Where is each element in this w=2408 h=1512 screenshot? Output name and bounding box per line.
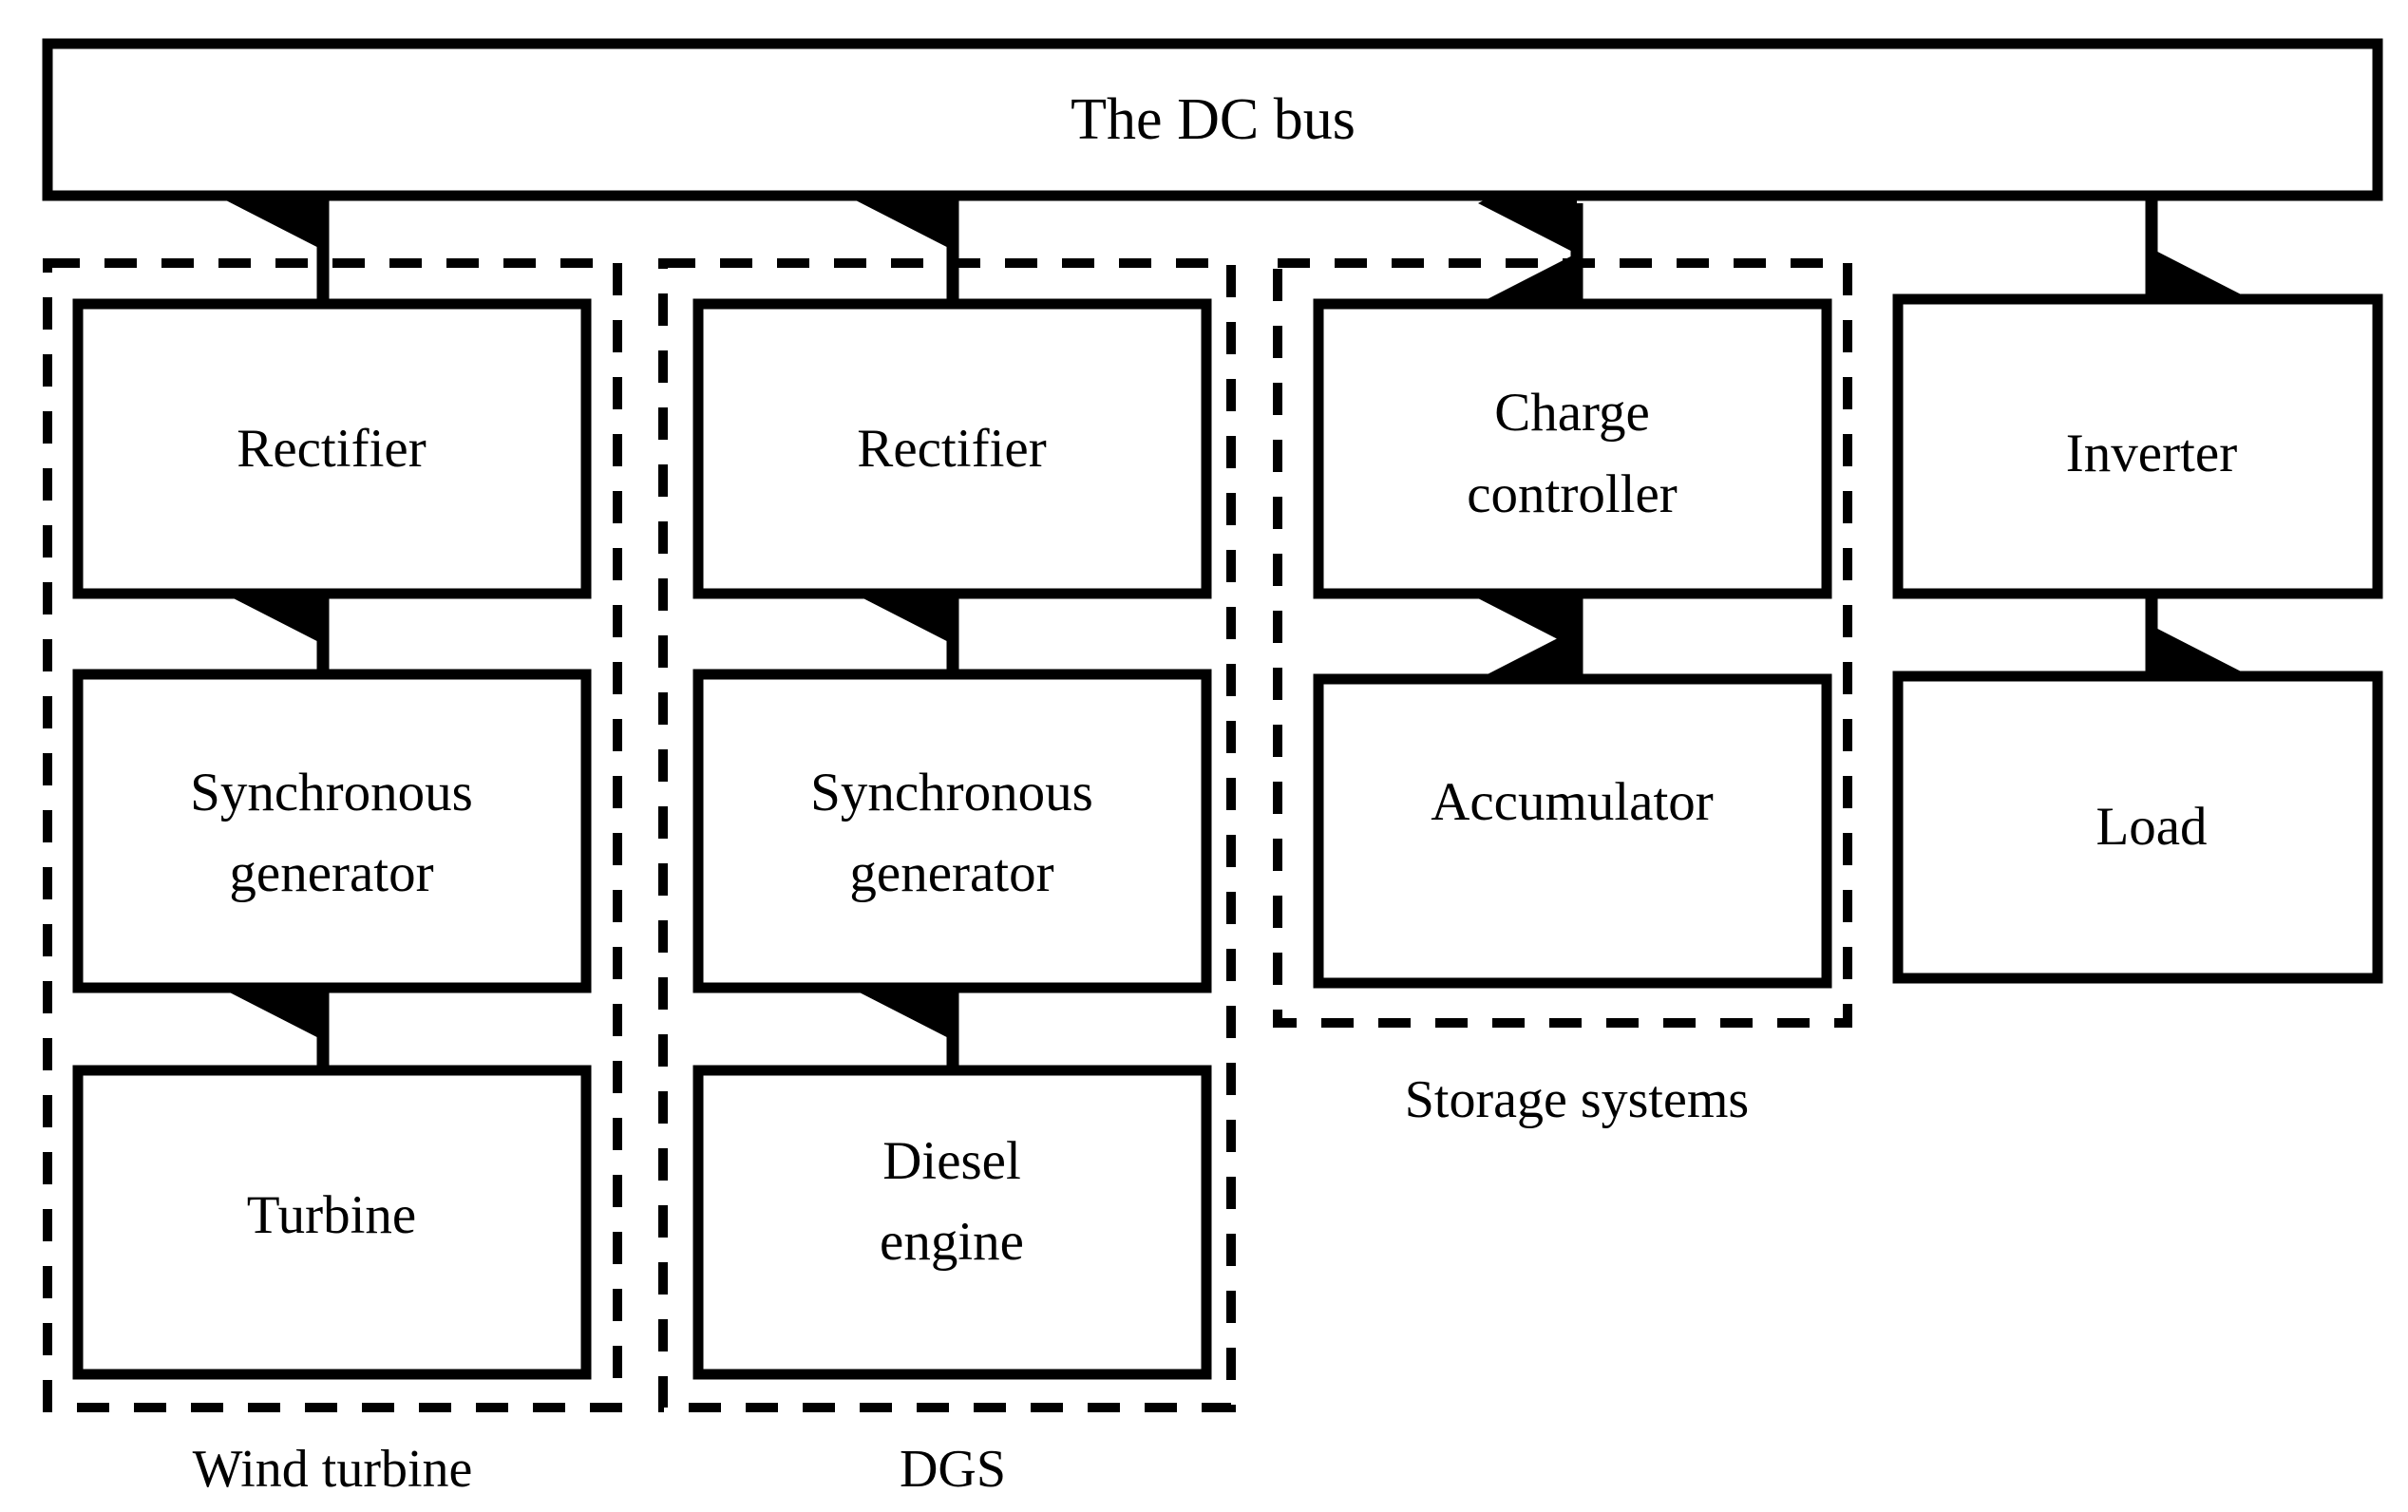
charge-controller-box[interactable]	[1313, 298, 1832, 599]
diesel-engine-label-line2: engine	[880, 1212, 1024, 1272]
inverter-label: Inverter	[2066, 424, 2237, 483]
load-label: Load	[2095, 797, 2207, 857]
rectifier-dgs-label: Rectifier	[857, 419, 1046, 479]
dgs-group-outline	[658, 258, 1236, 1412]
sync-gen-dgs-box[interactable]	[692, 669, 1212, 993]
charge-controller-label-line2: controller	[1467, 464, 1678, 524]
accumulator-label: Accumulator	[1431, 772, 1714, 832]
dc-bus-label: The DC bus	[1071, 87, 1356, 152]
wind-turbine-group-outline	[43, 258, 622, 1412]
wind-turbine-group-label: Wind turbine	[193, 1440, 473, 1499]
diesel-engine-box[interactable]	[692, 1065, 1212, 1380]
rectifier-wind-box[interactable]	[72, 298, 592, 599]
sync-gen-wind-box[interactable]	[72, 669, 592, 993]
rectifier-dgs-box[interactable]	[692, 298, 1212, 599]
turbine-label: Turbine	[247, 1185, 416, 1245]
diesel-engine-label-line1: Diesel	[882, 1131, 1021, 1191]
sync-gen-wind-label-line1: Synchronous	[190, 763, 473, 822]
dc-bus-box[interactable]	[42, 38, 2383, 201]
storage-systems-group-label: Storage systems	[1405, 1070, 1749, 1129]
sync-gen-wind-label-line2: generator	[229, 843, 433, 903]
load-box[interactable]	[1892, 671, 2383, 984]
rectifier-wind-label: Rectifier	[237, 419, 426, 479]
sync-gen-dgs-label-line1: Synchronous	[810, 763, 1093, 822]
dgs-group-label: DGS	[900, 1440, 1006, 1499]
turbine-box[interactable]	[72, 1065, 592, 1380]
charge-controller-label-line1: Charge	[1494, 383, 1650, 443]
sync-gen-dgs-label-line2: generator	[849, 843, 1053, 903]
inverter-box[interactable]	[1892, 293, 2383, 599]
accumulator-box[interactable]	[1313, 673, 1832, 989]
